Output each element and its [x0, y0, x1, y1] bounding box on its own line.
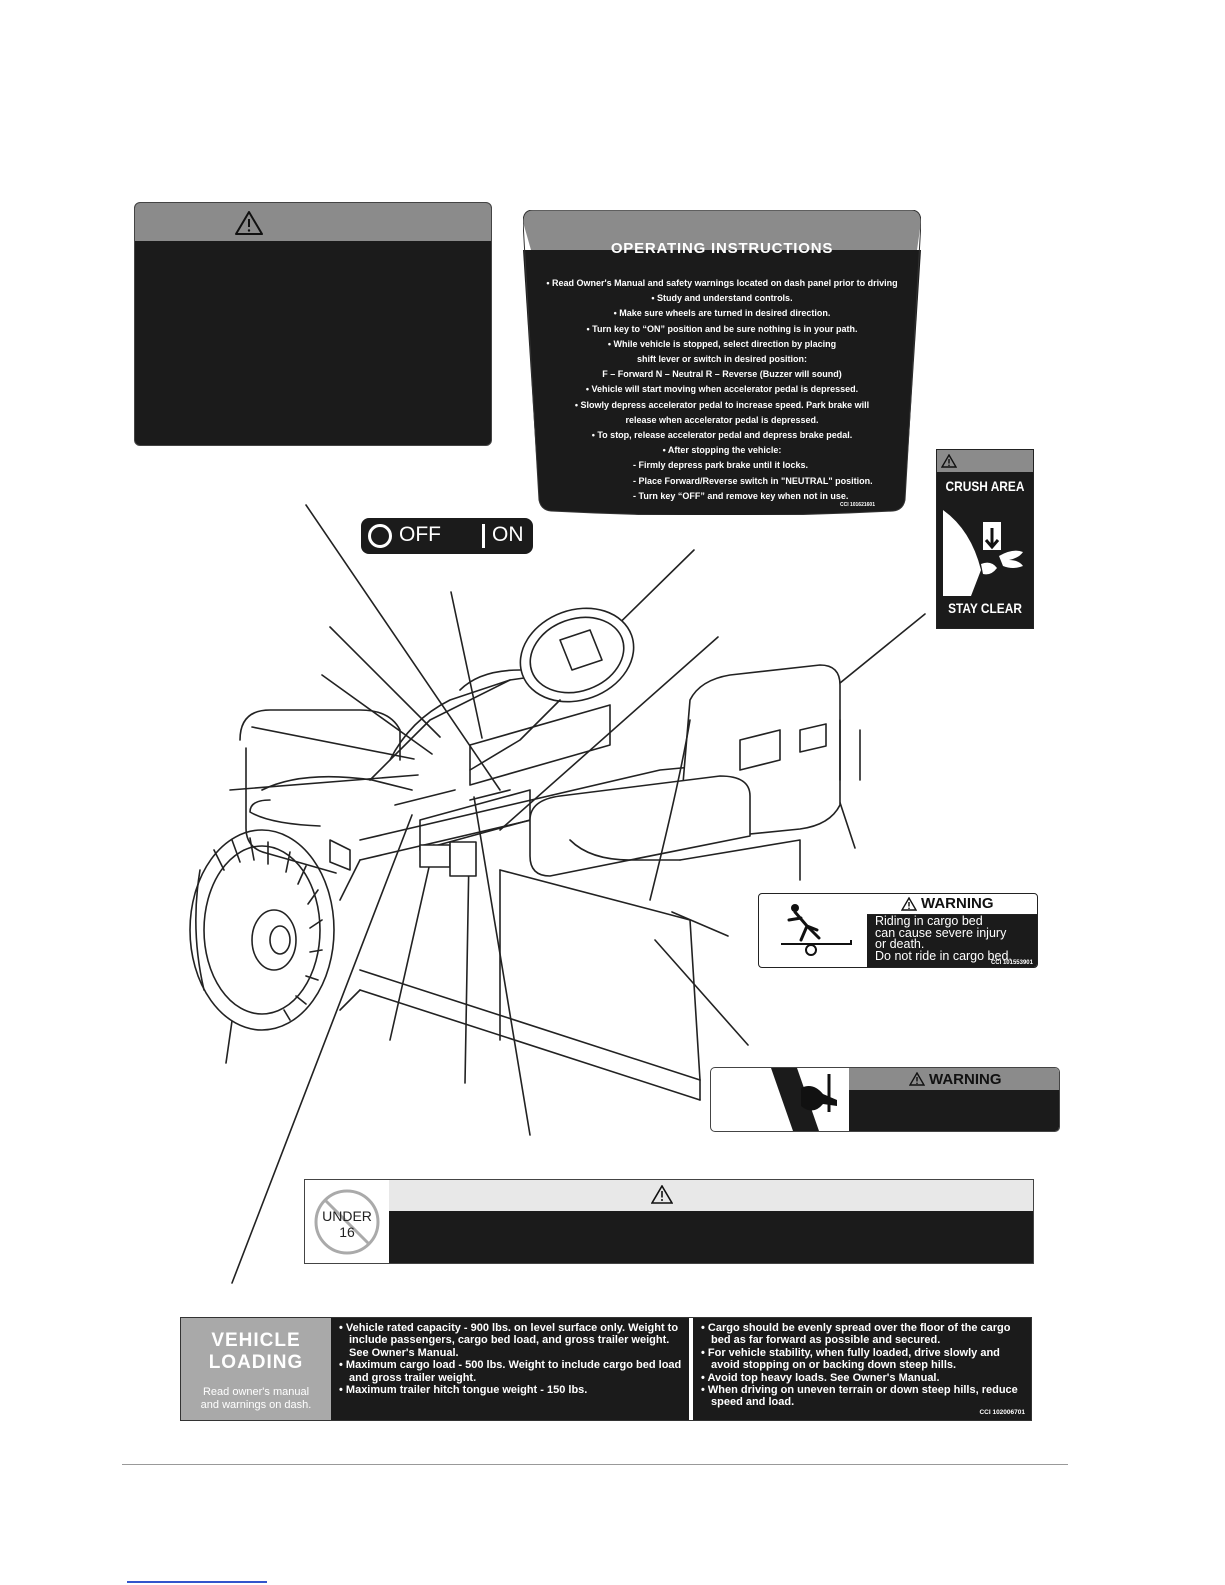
no-symbol-icon	[314, 1189, 380, 1255]
crush-body: CRUSH AREA STAY CLEAR	[937, 472, 1033, 628]
warning-triangle-icon	[235, 211, 263, 235]
instruction-line: • Make sure wheels are turned in desired…	[613, 308, 831, 319]
instruction-line: release when accelerator pedal is depres…	[625, 414, 819, 425]
warning-line: Riding in cargo bed	[875, 914, 983, 928]
loading-bullet: • Maximum cargo load - 500 lbs. Weight t…	[339, 1359, 682, 1384]
loading-bullet: • Avoid top heavy loads. See Owner's Man…	[701, 1371, 940, 1384]
warning-line: or death.	[875, 937, 925, 951]
loading-bullet: • Vehicle rated capacity - 900 lbs. on l…	[339, 1322, 679, 1359]
vehicle-loading-decal: VEHICLE LOADING Read owner's manual and …	[180, 1317, 1032, 1421]
instruction-line: F – Forward N – Neutral R – Reverse (Buz…	[602, 369, 842, 380]
person-falling-icon	[781, 904, 852, 956]
warning-line: can cause severe injury	[875, 925, 1007, 940]
crush-area-decal: CRUSH AREA STAY CLEAR	[936, 449, 1034, 629]
instruction-line: • Turn key to “ON” position and be sure …	[586, 323, 858, 334]
subtitle-line: Read owner's manual	[202, 1386, 310, 1398]
under-label: UNDER	[322, 1208, 372, 1224]
divider	[689, 1318, 693, 1420]
under-16-body	[389, 1211, 1033, 1263]
off-on-switch-decal: OFF ON	[361, 518, 533, 554]
instruction-line: • Study and understand controls.	[651, 293, 793, 304]
hand-crush-icon	[943, 510, 1023, 596]
on-label: ON	[492, 523, 524, 546]
warning-triangle-icon	[651, 1185, 673, 1204]
footer-divider	[122, 1464, 1068, 1465]
leader-line	[231, 814, 413, 1284]
crush-area-label: CRUSH AREA	[945, 478, 1025, 494]
vehicle-loading-subtitle: Read owner's manual and warnings on dash…	[181, 1386, 331, 1412]
leader-line	[321, 674, 433, 755]
loading-bullet: • Maximum trailer hitch tongue weight - …	[339, 1384, 588, 1397]
under-16-decal: UNDER 16	[304, 1179, 1034, 1264]
leader-line	[389, 844, 435, 1041]
leader-line	[450, 591, 483, 739]
vehicle-loading-title-panel: VEHICLE LOADING Read owner's manual and …	[181, 1318, 331, 1420]
leader-line	[499, 636, 719, 831]
warning-triangle-icon	[909, 1072, 925, 1086]
decal-code: CCI 101621601	[839, 502, 875, 508]
caution-decal	[134, 202, 492, 446]
instruction-line: • To stop, release accelerator pedal and…	[591, 430, 853, 441]
instruction-line: - Turn key “OFF” and remove key when not…	[633, 490, 849, 501]
instruction-line: shift lever or switch in desired positio…	[636, 354, 808, 365]
vehicle-loading-cargo-panel: • Cargo should be evenly spread over the…	[693, 1318, 1031, 1420]
leader-line	[473, 796, 531, 1136]
leader-line	[229, 774, 419, 791]
instruction-line: - Place Forward/Reverse switch in "NEUTR…	[633, 475, 873, 486]
loading-bullet: • Cargo should be evenly spread over the…	[701, 1322, 1011, 1347]
operating-instructions-decal: OPERATING INSTRUCTIONS • Read Owner's Ma…	[523, 210, 921, 515]
leader-line	[464, 854, 470, 1084]
decal-shape	[523, 210, 921, 515]
instruction-line: • After stopping the vehicle:	[662, 445, 782, 456]
on-bar-icon	[482, 524, 485, 548]
leader-line	[251, 726, 415, 760]
pinch-warning-body	[849, 1090, 1059, 1131]
warning-triangle-icon	[941, 454, 957, 468]
vehicle-loading-capacity-panel: • Vehicle rated capacity - 900 lbs. on l…	[331, 1318, 689, 1420]
loading-bullet: • For vehicle stability, when fully load…	[701, 1346, 1000, 1372]
age-label: 16	[339, 1224, 355, 1240]
vehicle-loading-title: VEHICLE LOADING	[181, 1330, 331, 1374]
crush-header	[937, 450, 1033, 472]
decal-code: CCI 101553901	[990, 960, 1033, 966]
cargo-warning-text: Riding in cargo bed can cause severe inj…	[875, 914, 1012, 963]
warning-triangle-icon	[901, 897, 917, 911]
warning-line: Do not ride in cargo bed.	[875, 948, 1012, 963]
off-label: OFF	[399, 523, 441, 546]
instruction-line: - Firmly depress park brake until it loc…	[633, 460, 809, 471]
warning-label: WARNING	[921, 895, 994, 912]
pinch-warning-header: WARNING	[849, 1068, 1059, 1090]
stay-clear-label: STAY CLEAR	[948, 600, 1022, 616]
title-line: LOADING	[208, 1352, 304, 1373]
under-16-header	[389, 1180, 1033, 1212]
hand-pinch-icon	[771, 1068, 837, 1131]
instruction-line: • Vehicle will start moving when acceler…	[585, 384, 859, 395]
leader-line	[654, 939, 749, 1046]
loading-bullet: • When driving on uneven terrain or down…	[701, 1384, 1018, 1409]
operating-instructions-list: • Read Owner's Manual and safety warning…	[533, 276, 911, 504]
title-line: VEHICLE	[211, 1330, 301, 1351]
pinch-warning-decal: WARNING	[710, 1067, 1060, 1132]
leader-line	[671, 911, 729, 937]
caution-header	[135, 203, 491, 241]
warning-label: WARNING	[929, 1071, 1002, 1088]
instruction-line: • While vehicle is stopped, select direc…	[607, 338, 837, 349]
instruction-line: • Read Owner's Manual and safety warning…	[546, 278, 898, 288]
off-circle-icon	[368, 524, 392, 548]
under-16-symbol: UNDER 16	[305, 1180, 390, 1263]
operating-instructions-title: OPERATING INSTRUCTIONS	[610, 240, 834, 257]
cargo-bed-warning-decal: WARNING Riding in cargo bed can cause se…	[758, 893, 1038, 968]
instruction-line: • Slowly depress accelerator pedal to in…	[574, 399, 870, 410]
cargo-warning-header: WARNING	[867, 894, 1037, 915]
decal-code: CCI 102006701	[979, 1409, 1025, 1416]
footer-link-underline	[127, 1581, 267, 1583]
leader-line	[305, 504, 501, 791]
subtitle-line: and warnings on dash.	[200, 1399, 312, 1411]
